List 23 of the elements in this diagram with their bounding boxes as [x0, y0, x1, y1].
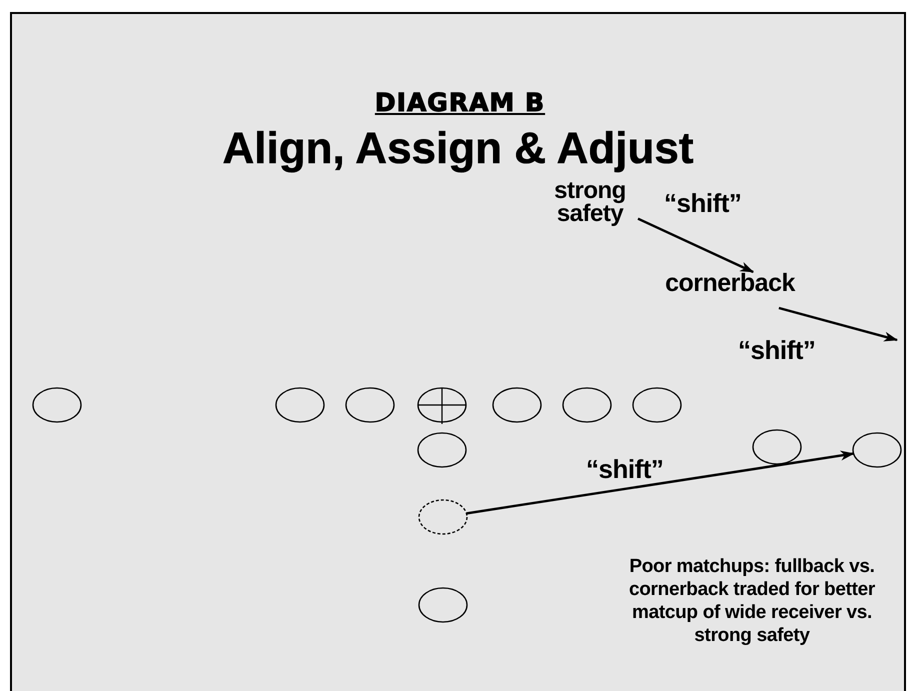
note-text: Poor matchups: fullback vs. cornerback traded for better matcup of wide receiver vs. strong safety — [628, 555, 876, 647]
center-symbol — [417, 387, 467, 424]
player-symbol — [632, 387, 682, 423]
player-symbol — [752, 429, 802, 465]
player-symbol — [345, 387, 395, 423]
edge-label: “shift” — [586, 454, 664, 485]
player-symbol — [32, 387, 82, 423]
arrow — [778, 306, 898, 342]
edge-label: “shift” — [738, 335, 816, 366]
position-label: strong safety — [553, 180, 627, 226]
diagram-heading: DIAGRAM B — [374, 88, 546, 117]
player-symbol — [418, 587, 468, 623]
player-symbol — [562, 387, 612, 423]
arrow — [638, 218, 754, 274]
player-symbol — [852, 432, 902, 468]
player-symbol — [492, 387, 542, 423]
player-symbol — [418, 499, 468, 535]
edge-label: “shift” — [664, 188, 742, 219]
arrow — [466, 450, 855, 515]
title: Align, Assign & Adjust — [222, 124, 694, 173]
player-symbol — [275, 387, 325, 423]
player-symbol — [417, 432, 467, 468]
position-label: cornerback — [664, 272, 796, 296]
